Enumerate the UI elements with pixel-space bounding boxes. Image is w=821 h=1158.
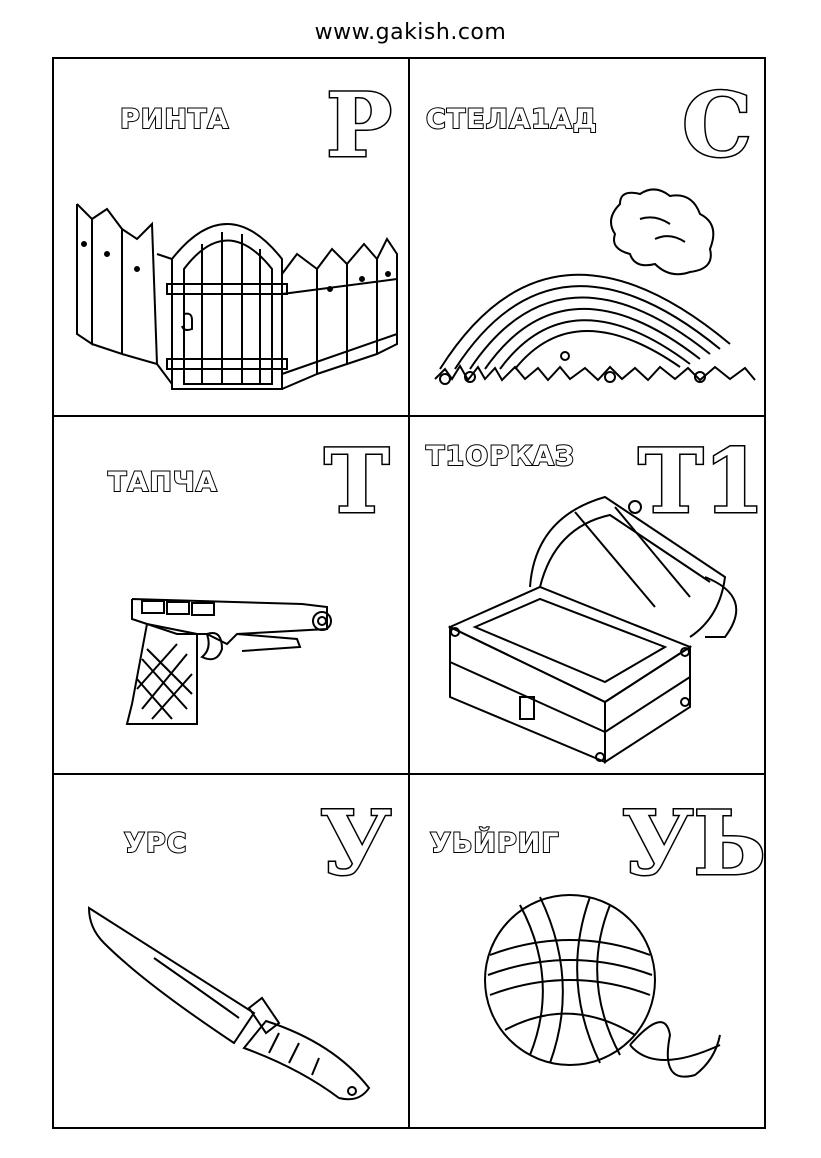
card-word: УЬЙРИГ [429, 827, 560, 860]
card-pistol: ТАПЧА Т [54, 417, 409, 773]
card-treasure-chest: Т1ОРКАЗ Т1 [410, 417, 767, 773]
card-letter: Т1 [637, 429, 767, 533]
pistol-picture [122, 579, 352, 739]
card-word: УРС [123, 827, 188, 860]
card-word: Т1ОРКАЗ [425, 440, 576, 473]
grid-divider-row-2 [52, 773, 766, 775]
fence-gate-picture [72, 194, 402, 404]
card-fence-gate: РИНТА Р [54, 59, 409, 415]
grid-divider-vertical [408, 57, 410, 1129]
knife-picture [84, 903, 374, 1113]
card-yarn-ball: УЬЙРИГ УЬ [410, 775, 768, 1131]
card-word: РИНТА [119, 103, 230, 136]
yarn-ball-picture [480, 885, 730, 1105]
card-letter: У [318, 791, 392, 895]
card-word: ТАПЧА [107, 466, 218, 499]
card-word: СТЕЛА1АД [425, 103, 598, 136]
treasure-chest-picture [445, 487, 745, 767]
card-letter: УЬ [620, 791, 767, 895]
card-letter: С [680, 73, 753, 177]
grid-divider-row-1 [52, 415, 766, 417]
site-url[interactable]: www.gakish.com [314, 20, 507, 45]
card-letter: Р [324, 73, 393, 177]
card-knife: УРС У [54, 775, 409, 1131]
rainbow-picture [430, 184, 760, 404]
card-letter: Т [322, 429, 391, 533]
card-rainbow: СТЕЛА1АД С [410, 59, 765, 415]
